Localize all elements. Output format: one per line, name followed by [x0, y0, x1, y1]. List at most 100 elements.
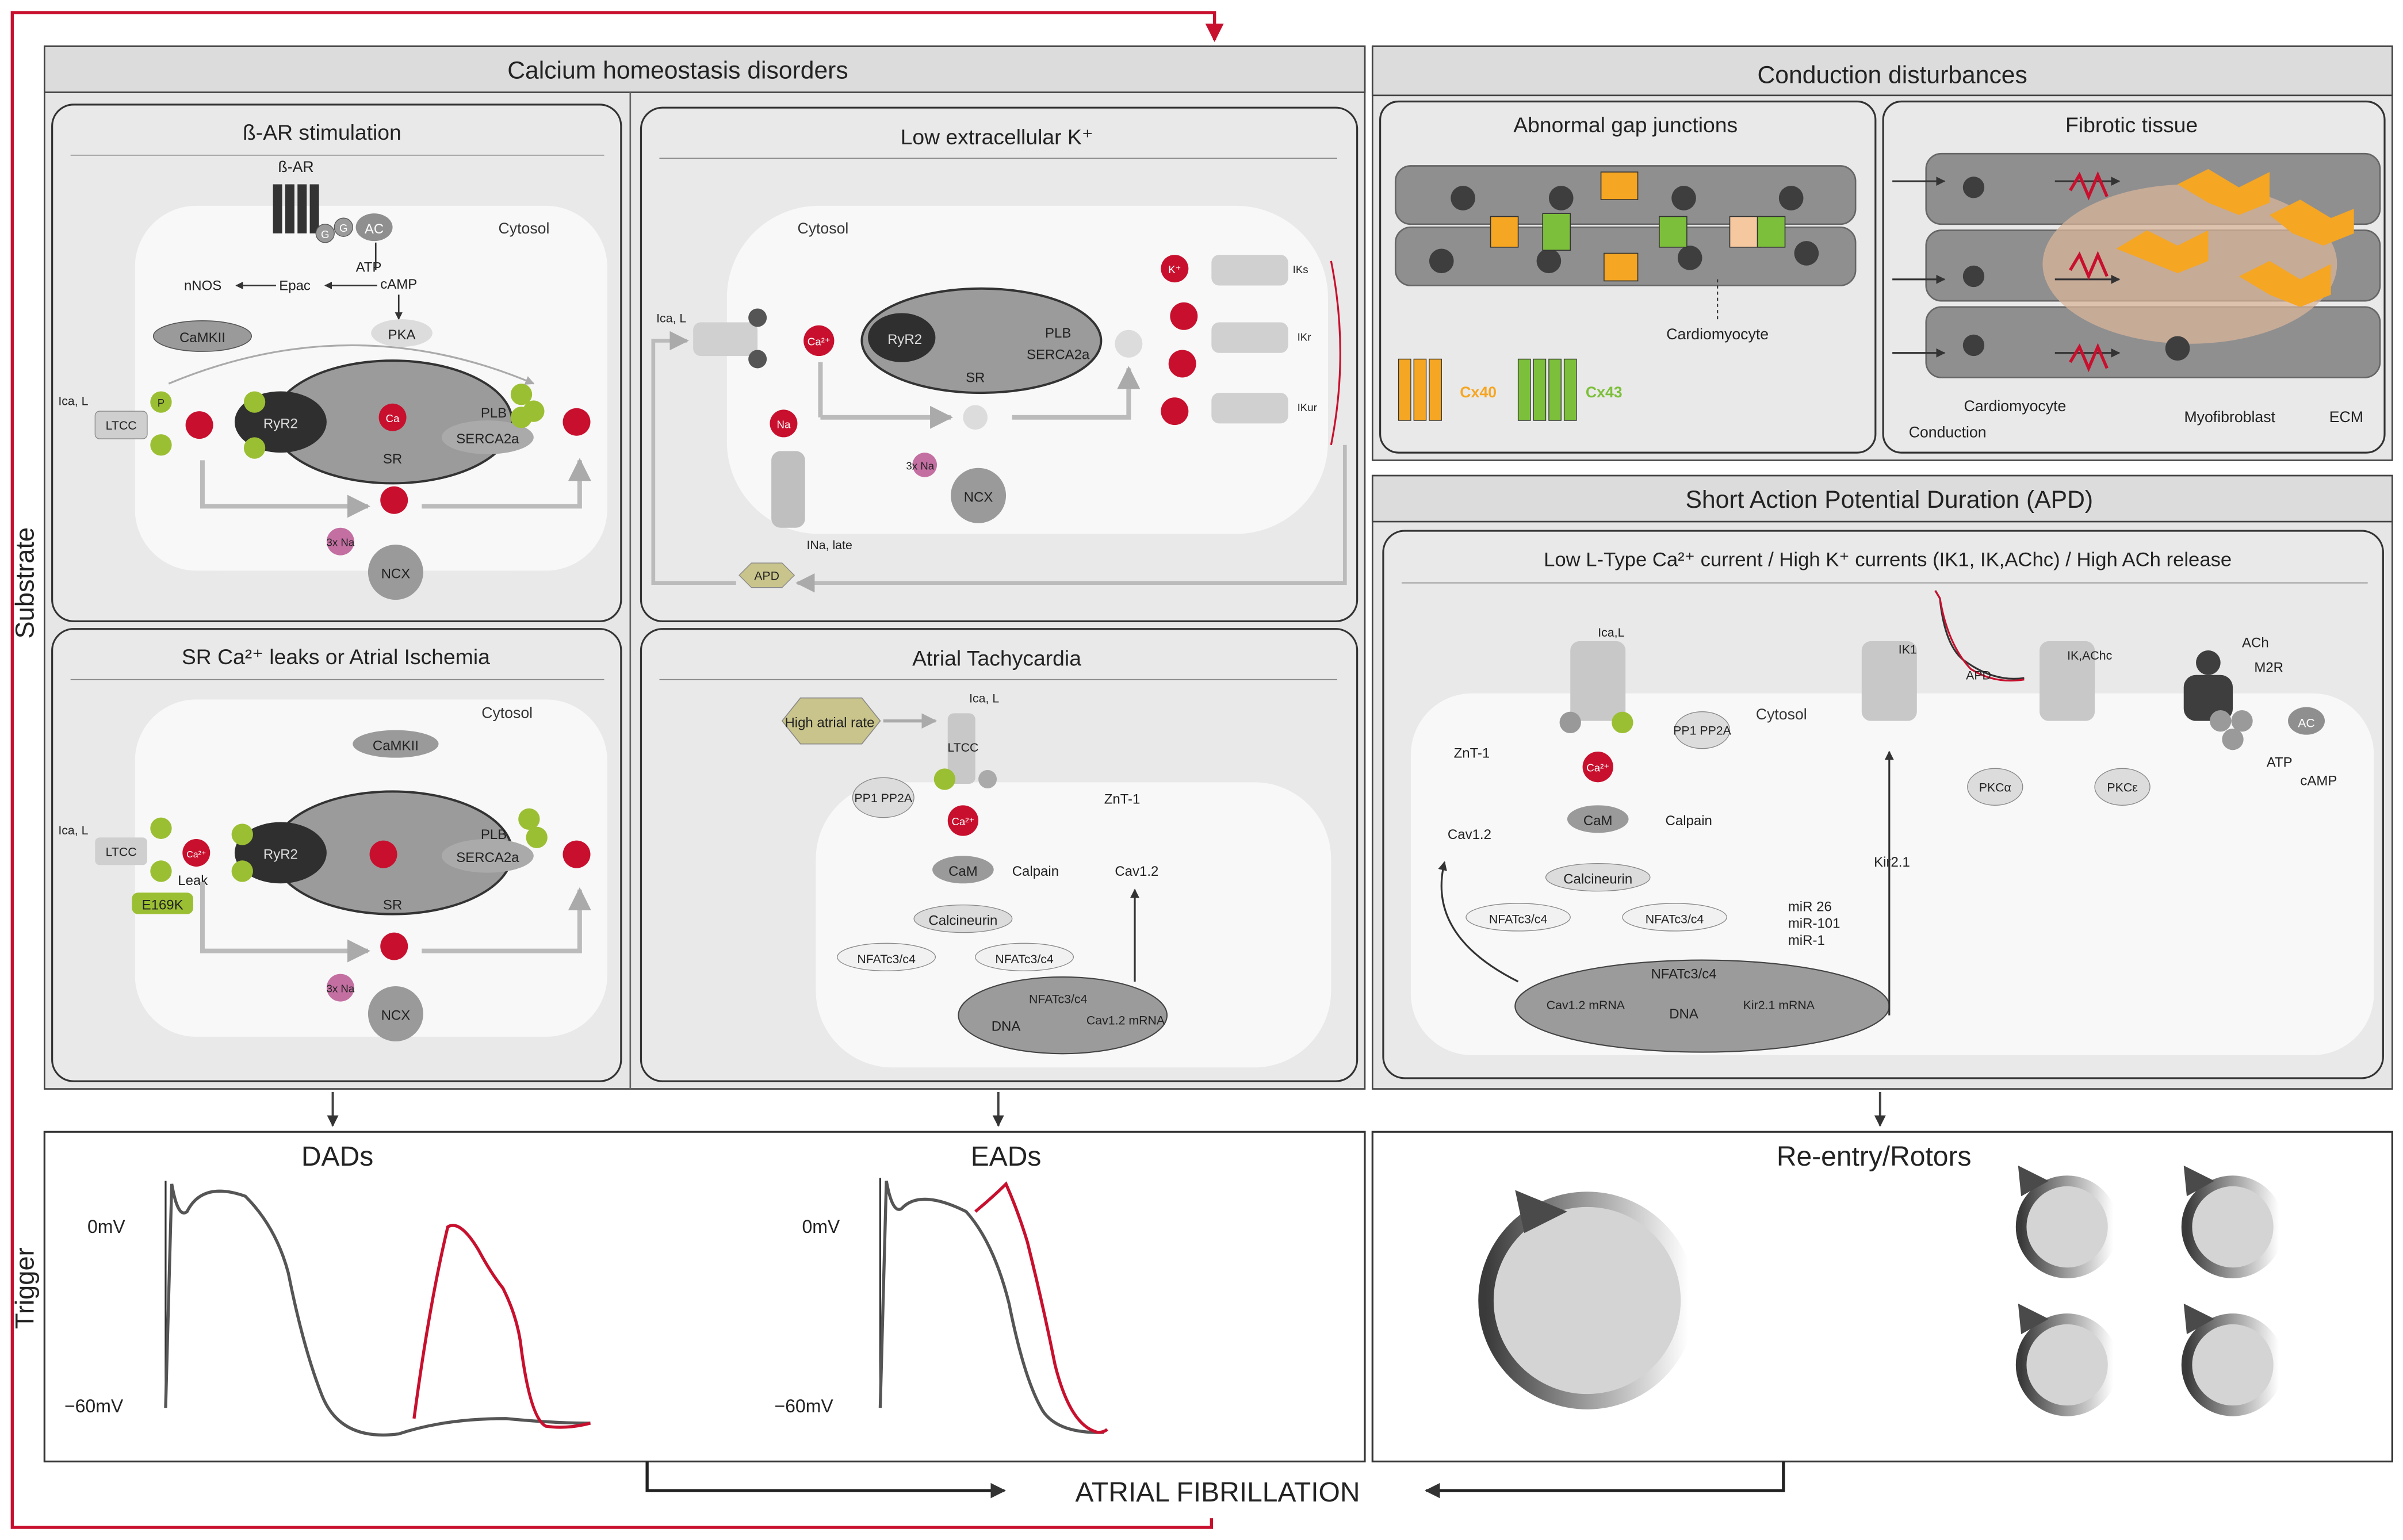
ncx-exchanger — [368, 545, 423, 600]
svg-text:CaMKII: CaMKII — [373, 738, 419, 753]
dads-title: DADs — [301, 1141, 373, 1172]
svg-text:Cardiomyocyte: Cardiomyocyte — [1666, 325, 1769, 343]
svg-text:NFATc3/c4: NFATc3/c4 — [1029, 992, 1088, 1006]
svg-text:E169K: E169K — [142, 898, 183, 913]
svg-text:NCX: NCX — [381, 566, 411, 582]
svg-text:ZnT-1: ZnT-1 — [1454, 746, 1490, 761]
svg-text:PP1 PP2A: PP1 PP2A — [854, 791, 912, 805]
svg-text:LTCC: LTCC — [106, 845, 137, 859]
panel-gap-junctions: Abnormal gap junctions Cardiomyocyte Cx4… — [1379, 100, 1877, 454]
trigger-label: Trigger — [10, 1247, 40, 1329]
svg-text:NFATc3/c4: NFATc3/c4 — [857, 952, 916, 966]
calcium-section-title: Calcium homeostasis disorders — [507, 57, 848, 85]
svg-text:LTCC: LTCC — [106, 419, 137, 432]
panel-title: ß-AR stimulation — [243, 120, 401, 144]
svg-text:Cardiomyocyte: Cardiomyocyte — [1964, 397, 2067, 415]
svg-text:ATP: ATP — [356, 259, 382, 275]
svg-text:Ca²⁺: Ca²⁺ — [186, 850, 206, 860]
svg-text:Cav1.2 mRNA: Cav1.2 mRNA — [1086, 1014, 1165, 1028]
svg-text:M2R: M2R — [2254, 660, 2283, 675]
dad-afterdepolarization — [412, 1224, 591, 1429]
high-rate-hex — [781, 697, 881, 745]
ac-enzyme — [355, 213, 393, 242]
small-rotors — [2015, 1165, 2285, 1416]
svg-text:3x Na: 3x Na — [906, 459, 934, 472]
svg-text:ACh: ACh — [2242, 635, 2269, 651]
svg-text:PLB: PLB — [481, 827, 507, 842]
svg-text:3x Na: 3x Na — [327, 983, 355, 995]
svg-text:Conduction: Conduction — [1909, 423, 1987, 440]
ltcc-channel — [94, 411, 148, 439]
svg-text:APD: APD — [1966, 669, 1991, 683]
svg-text:nNOS: nNOS — [184, 278, 221, 293]
svg-text:High atrial rate: High atrial rate — [785, 715, 874, 730]
panel-title: Fibrotic tissue — [2065, 113, 2198, 137]
trigger-reentry-panel: Re-entry/Rotors — [1371, 1131, 2393, 1463]
svg-text:NCX: NCX — [964, 489, 993, 505]
svg-text:K⁺: K⁺ — [1168, 263, 1181, 275]
cytosol-label: Cytosol — [797, 220, 848, 237]
camkii-node — [152, 320, 252, 352]
ead-ap-curve — [878, 1181, 1104, 1434]
svg-text:miR 26: miR 26 — [1788, 899, 1832, 914]
svg-text:CaM: CaM — [948, 864, 978, 879]
panel-title: Low L-Type Ca²⁺ current / High K⁺ curren… — [1544, 549, 2232, 570]
svg-text:IK,AChc: IK,AChc — [2067, 649, 2113, 662]
svg-text:IK1: IK1 — [1899, 642, 1917, 656]
dad-ap-curve — [164, 1183, 591, 1437]
svg-text:ECM: ECM — [2329, 408, 2363, 426]
svg-text:G: G — [339, 222, 348, 234]
serca-pump — [441, 420, 534, 454]
cx40-junctions — [1490, 171, 1761, 282]
svg-text:Calpain: Calpain — [1012, 864, 1059, 879]
panel-atrial-tachycardia: Atrial Tachycardia High atrial rate Ica,… — [640, 628, 1359, 1082]
svg-text:Ica, L: Ica, L — [969, 692, 999, 706]
svg-text:SR: SR — [966, 370, 985, 385]
svg-text:SR: SR — [383, 898, 402, 913]
svg-text:RyR2: RyR2 — [263, 416, 298, 431]
svg-text:ß-AR: ß-AR — [278, 158, 313, 175]
svg-text:LTCC: LTCC — [947, 741, 978, 754]
sr-organelle — [860, 287, 1103, 394]
svg-text:NCX: NCX — [381, 1008, 411, 1024]
svg-text:Ica, L: Ica, L — [656, 311, 686, 325]
svg-text:Calpain: Calpain — [1666, 813, 1712, 829]
beta-ar-receptor: ß-AR — [273, 158, 319, 233]
svg-text:IKur: IKur — [1298, 401, 1317, 413]
svg-text:Cytosol: Cytosol — [1756, 706, 1807, 723]
svg-text:ZnT-1: ZnT-1 — [1104, 792, 1141, 807]
svg-text:SERCA2a: SERCA2a — [456, 850, 519, 865]
svg-text:Epac: Epac — [279, 278, 311, 293]
svg-text:DNA: DNA — [992, 1018, 1021, 1034]
svg-text:AC: AC — [2298, 716, 2315, 730]
svg-text:SR: SR — [383, 451, 402, 467]
myofibroblasts — [2116, 168, 2354, 307]
svg-text:INa, late: INa, late — [806, 538, 852, 552]
svg-text:Ca: Ca — [386, 412, 400, 424]
cytosol-label: Cytosol — [499, 220, 550, 237]
svg-text:RyR2: RyR2 — [887, 332, 922, 347]
svg-text:Myofibroblast: Myofibroblast — [2184, 408, 2275, 426]
svg-text:PKCα: PKCα — [1979, 780, 2011, 794]
conduction-section-title: Conduction disturbances — [1757, 62, 2027, 89]
nucleus — [958, 976, 1168, 1055]
svg-text:3x Na: 3x Na — [327, 537, 355, 549]
lcc-channel — [693, 322, 758, 357]
svg-text:Ica, L: Ica, L — [58, 823, 88, 837]
svg-text:P: P — [158, 397, 164, 409]
svg-text:PKCε: PKCε — [2107, 780, 2138, 794]
svg-text:PLB: PLB — [481, 405, 507, 421]
svg-text:Ca²⁺: Ca²⁺ — [1586, 762, 1609, 774]
svg-text:PP1 PP2A: PP1 PP2A — [1673, 724, 1731, 738]
svg-text:RyR2: RyR2 — [263, 847, 298, 863]
svg-text:Na: Na — [777, 418, 791, 430]
cx43-legend: Cx43 — [1517, 358, 1623, 421]
svg-text:SERCA2a: SERCA2a — [1027, 347, 1090, 362]
svg-text:CaM: CaM — [1583, 813, 1613, 829]
svg-text:SERCA2a: SERCA2a — [456, 431, 519, 447]
svg-text:Cx40: Cx40 — [1460, 384, 1497, 401]
short-apd-section-title: Short Action Potential Duration (APD) — [1685, 486, 2093, 514]
svg-text:Calcineurin: Calcineurin — [1563, 871, 1632, 887]
outcome-label: ATRIAL FIBRILLATION — [1075, 1477, 1360, 1508]
